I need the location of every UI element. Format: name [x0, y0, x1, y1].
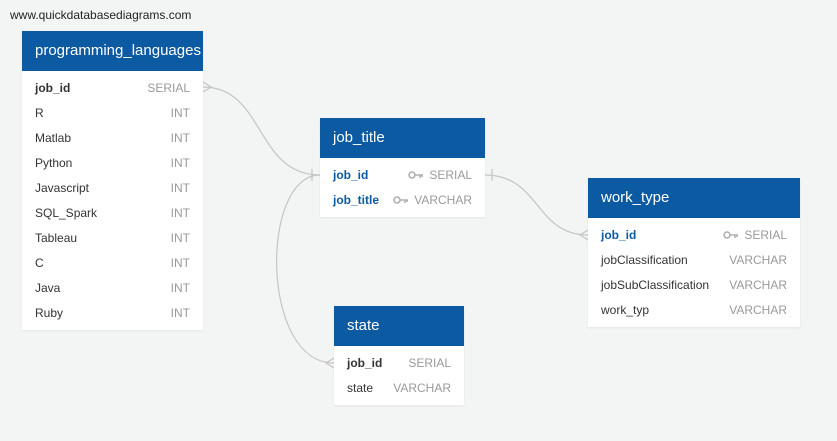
crowfoot-programming-languages — [202, 81, 213, 93]
table-state[interactable]: state job_id SERIAL state VARCHAR — [334, 306, 464, 405]
field-row[interactable]: state VARCHAR — [334, 375, 464, 400]
field-name: job_title — [333, 192, 380, 207]
field-type: VARCHAR — [393, 380, 451, 395]
field-type: INT — [170, 180, 190, 195]
table-work-type[interactable]: work_type job_id SERIAL jobClassificatio… — [588, 178, 800, 327]
field-row[interactable]: job_id SERIAL — [320, 162, 485, 187]
field-type: INT — [170, 130, 190, 145]
field-type: VARCHAR — [729, 252, 787, 267]
table-header[interactable]: work_type — [588, 178, 800, 218]
field-type: INT — [170, 105, 190, 120]
field-name: state — [347, 380, 374, 395]
field-row[interactable]: Javascript INT — [22, 175, 203, 200]
table-header[interactable]: job_title — [320, 118, 485, 158]
field-name: job_id — [601, 227, 637, 242]
field-name: C — [35, 255, 44, 270]
field-type: VARCHAR — [414, 192, 472, 207]
field-name: SQL_Spark — [35, 205, 98, 220]
field-name: Ruby — [35, 305, 64, 320]
field-type: INT — [170, 255, 190, 270]
field-row[interactable]: R INT — [22, 100, 203, 125]
link-job-title-work-type — [484, 174, 589, 236]
field-row[interactable]: Ruby INT — [22, 300, 203, 325]
key-icon — [393, 195, 409, 204]
field-row[interactable]: job_id SERIAL — [588, 222, 800, 247]
field-row[interactable]: jobSubClassification VARCHAR — [588, 272, 800, 297]
field-name: job_id — [333, 167, 369, 182]
field-type: INT — [170, 230, 190, 245]
key-icon — [723, 230, 739, 239]
field-row[interactable]: job_id SERIAL — [22, 75, 203, 100]
field-type: SERIAL — [147, 80, 190, 95]
field-type: INT — [170, 205, 190, 220]
field-name: jobClassification — [601, 252, 688, 267]
field-name: Javascript — [35, 180, 90, 195]
field-type: VARCHAR — [729, 277, 787, 292]
field-row[interactable]: job_title VARCHAR — [320, 187, 485, 212]
field-name: work_typ — [601, 302, 650, 317]
field-row[interactable]: Python INT — [22, 150, 203, 175]
field-row[interactable]: Java INT — [22, 275, 203, 300]
field-type: VARCHAR — [729, 302, 787, 317]
field-name: Python — [35, 155, 73, 170]
field-type: SERIAL — [429, 167, 472, 182]
field-row[interactable]: C INT — [22, 250, 203, 275]
link-job-title-state — [276, 174, 335, 364]
field-type: INT — [170, 305, 190, 320]
field-row[interactable]: work_typ VARCHAR — [588, 297, 800, 322]
field-type: INT — [170, 155, 190, 170]
link-programming-languages-job-title — [202, 86, 321, 176]
table-header[interactable]: programming_languages — [22, 31, 203, 71]
crowfoot-work-type — [578, 229, 589, 241]
field-type-wrap: SERIAL — [408, 168, 472, 182]
field-row[interactable]: Matlab INT — [22, 125, 203, 150]
key-icon — [408, 170, 424, 179]
field-type-wrap: VARCHAR — [393, 193, 472, 207]
field-row[interactable]: SQL_Spark INT — [22, 200, 203, 225]
field-name: job_id — [347, 355, 383, 370]
crowfoot-state — [324, 357, 335, 369]
field-name: R — [35, 105, 44, 120]
field-name: Java — [35, 280, 61, 295]
field-type: SERIAL — [408, 355, 451, 370]
watermark: www.quickdatabasediagrams.com — [10, 8, 192, 22]
field-row[interactable]: Tableau INT — [22, 225, 203, 250]
field-row[interactable]: jobClassification VARCHAR — [588, 247, 800, 272]
table-job-title[interactable]: job_title job_id SERIAL job_title VARCHA… — [320, 118, 485, 217]
field-type: INT — [170, 280, 190, 295]
table-programming-languages[interactable]: programming_languages job_id SERIAL R IN… — [22, 31, 203, 330]
field-name: Matlab — [35, 130, 72, 145]
field-name: job_id — [35, 80, 71, 95]
field-name: jobSubClassification — [601, 277, 710, 292]
table-header[interactable]: state — [334, 306, 464, 346]
field-type-wrap: SERIAL — [723, 228, 787, 242]
field-row[interactable]: job_id SERIAL — [334, 350, 464, 375]
field-type: SERIAL — [744, 227, 787, 242]
field-name: Tableau — [35, 230, 78, 245]
